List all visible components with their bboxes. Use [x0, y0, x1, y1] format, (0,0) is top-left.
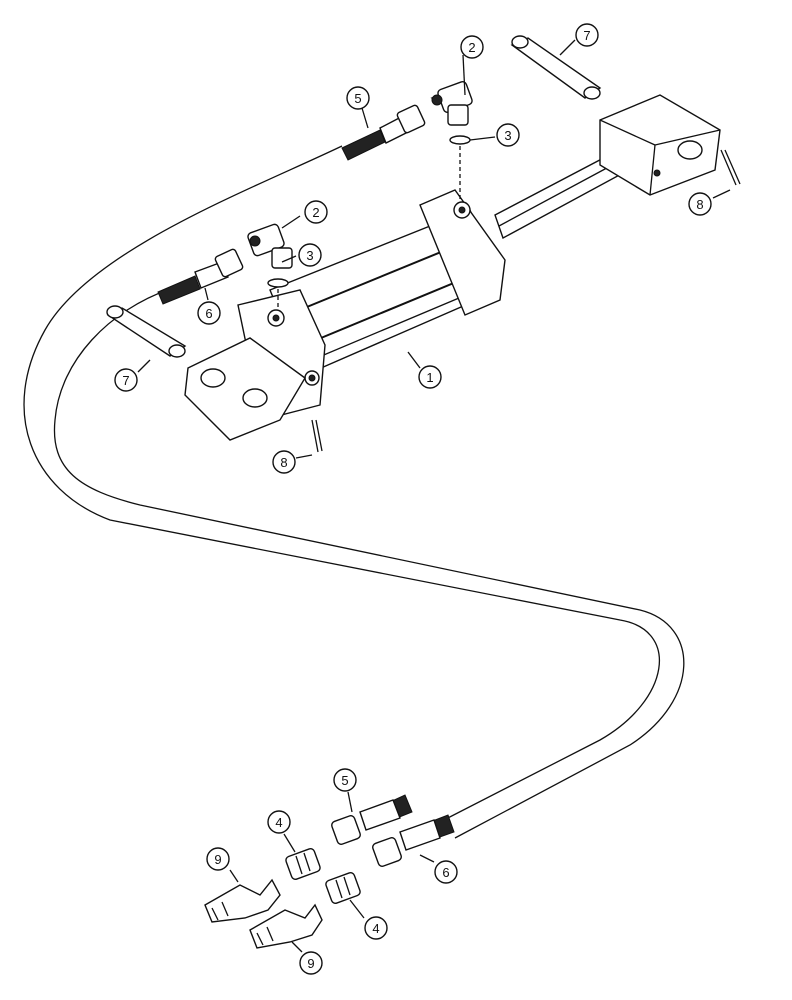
o-ring-mid [267, 278, 289, 288]
elbow-fitting-mid [247, 223, 293, 269]
hydraulic-cylinder [184, 151, 626, 441]
pin-left [106, 305, 187, 358]
svg-text:2: 2 [468, 40, 475, 55]
svg-text:2: 2 [312, 205, 319, 220]
adapter-upper [285, 848, 321, 880]
callout-5-bottom: 5 [333, 768, 357, 792]
callout-7-left: 7 [114, 368, 138, 392]
svg-text:4: 4 [372, 921, 379, 936]
callout-3-mid: 3 [298, 243, 322, 267]
o-ring-top [449, 135, 471, 145]
quick-coupler-upper [204, 878, 281, 923]
svg-text:8: 8 [280, 455, 287, 470]
svg-text:3: 3 [306, 248, 313, 263]
svg-text:1: 1 [426, 370, 433, 385]
callout-4-lower: 4 [364, 916, 388, 940]
hydraulic-hose-outer [23, 145, 685, 839]
pin-top [510, 35, 602, 100]
callout-9-upper: 9 [206, 847, 230, 871]
callout-8-left: 8 [272, 450, 296, 474]
callout-5-top: 5 [346, 86, 370, 110]
callout-6-mid: 6 [197, 301, 221, 325]
svg-text:7: 7 [583, 28, 590, 43]
rod-clevis [599, 94, 721, 196]
svg-text:5: 5 [341, 773, 348, 788]
callout-2-top: 2 [460, 35, 484, 59]
cotter-pin-right [720, 149, 741, 186]
callout-9-lower: 9 [299, 951, 323, 975]
quick-coupler-lower [249, 903, 323, 949]
svg-text:8: 8 [696, 197, 703, 212]
svg-text:3: 3 [504, 128, 511, 143]
callout-6-bottom: 6 [434, 860, 458, 884]
svg-text:9: 9 [307, 956, 314, 971]
callout-3-top: 3 [496, 123, 520, 147]
elbow-fitting-top [430, 81, 473, 126]
svg-text:9: 9 [214, 852, 221, 867]
svg-text:6: 6 [442, 865, 449, 880]
svg-text:7: 7 [122, 373, 129, 388]
callout-7-top: 7 [575, 23, 599, 47]
callout-2-mid: 2 [304, 200, 328, 224]
adapter-lower [325, 872, 361, 904]
hose-end-fitting-top [341, 104, 426, 161]
svg-text:4: 4 [275, 815, 282, 830]
svg-text:6: 6 [205, 306, 212, 321]
hose-end-fitting-bottom-5 [331, 794, 413, 845]
hose-end-fitting-bottom-6 [372, 814, 455, 867]
svg-text:5: 5 [354, 91, 361, 106]
leader-lines [137, 39, 731, 953]
hose-end-fitting-mid [157, 248, 244, 305]
callout-8-right: 8 [688, 192, 712, 216]
callout-1: 1 [418, 365, 442, 389]
cotter-pin-left [311, 419, 323, 453]
callout-4-upper: 4 [267, 810, 291, 834]
